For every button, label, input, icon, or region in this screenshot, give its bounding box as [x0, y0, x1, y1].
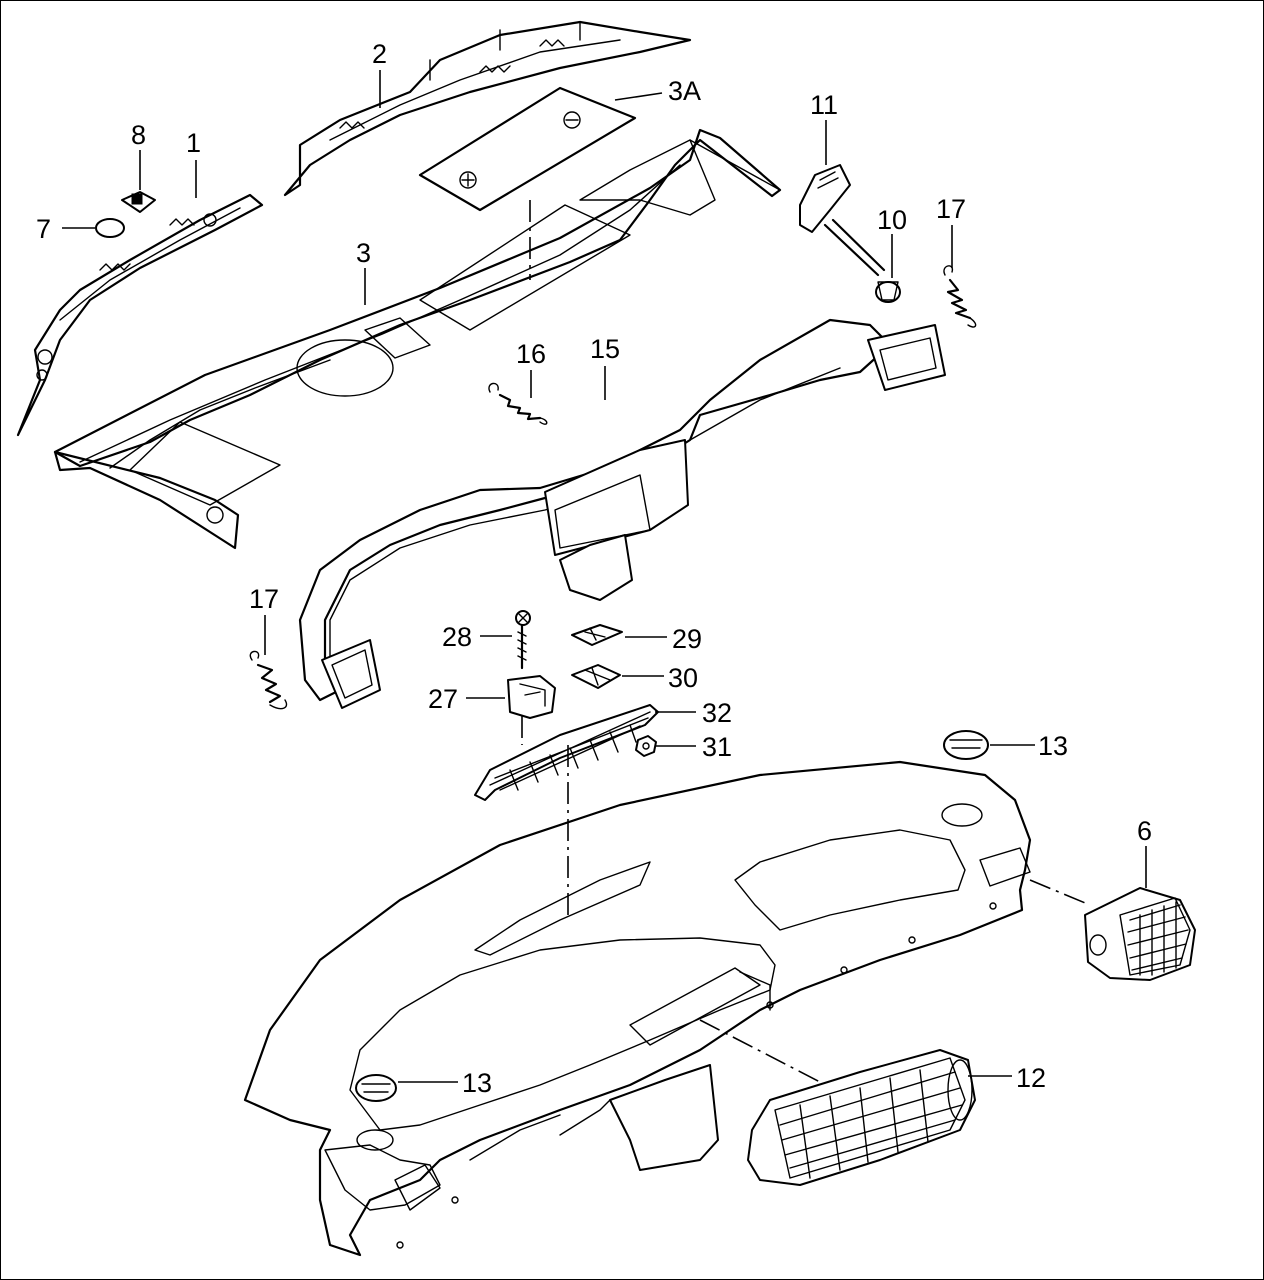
assembly-line-12: [699, 1019, 821, 1083]
callout-labels: 1 2 3 3A 6 7 8 10 11 12 13 13 15 16 17 1…: [36, 39, 1152, 1098]
part-6-side-vent: [1084, 887, 1196, 981]
part-29-clip: [571, 624, 623, 646]
part-32-grille: [474, 704, 659, 801]
part-11-switch: [799, 164, 886, 277]
part-30-clip: [571, 664, 621, 689]
main-dashboard: [243, 760, 1032, 1257]
part-10-clip: [875, 281, 901, 303]
part-1-trim-strip: [16, 193, 264, 437]
part-7-cap: [95, 218, 125, 238]
part-8-clip: [121, 191, 156, 213]
assembly-line-6: [1029, 879, 1091, 906]
part-17-spring-upper: [943, 265, 977, 328]
part-15-air-duct: [298, 318, 946, 709]
part-3-dash-carrier: [53, 128, 782, 550]
callout-7: 7: [36, 214, 51, 244]
part-12-center-vent: [747, 1049, 976, 1186]
callout-3a: 3A: [668, 76, 701, 106]
part-31-nut: [635, 735, 657, 757]
callout-10: 10: [877, 205, 907, 235]
callout-17-upper: 17: [936, 194, 966, 224]
callout-13-lower: 13: [462, 1068, 492, 1098]
part-13-plug-upper: [943, 730, 989, 760]
callout-30: 30: [668, 663, 698, 693]
callout-13-upper: 13: [1038, 731, 1068, 761]
part-28-screw: [515, 610, 531, 670]
callout-2: 2: [372, 39, 387, 69]
callout-1: 1: [186, 128, 201, 158]
callout-6: 6: [1137, 816, 1152, 846]
callout-8: 8: [131, 120, 146, 150]
part-2-trim-strip: [283, 20, 692, 197]
callout-11: 11: [810, 90, 838, 120]
callout-15: 15: [590, 334, 620, 364]
callout-29: 29: [672, 624, 702, 654]
part-3a-cover: [418, 86, 637, 280]
part-13-plug-lower: [355, 1074, 397, 1102]
callout-12: 12: [1016, 1063, 1046, 1093]
callout-17-lower: 17: [249, 584, 279, 614]
part-27-bracket: [507, 675, 556, 719]
part-16-spring: [488, 382, 548, 425]
callout-32: 32: [702, 698, 732, 728]
callout-28: 28: [442, 622, 472, 652]
callout-3: 3: [356, 238, 371, 268]
callout-31: 31: [702, 732, 732, 762]
part-17-spring-lower: [249, 650, 288, 710]
callout-16: 16: [516, 339, 546, 369]
callout-27: 27: [428, 684, 458, 714]
leader-lines: [62, 70, 1147, 1083]
